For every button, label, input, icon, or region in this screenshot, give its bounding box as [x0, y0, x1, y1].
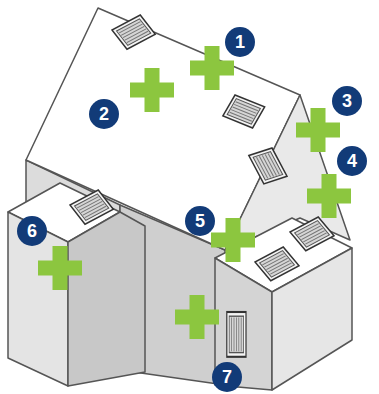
plus-sign: [296, 108, 340, 152]
plus-sign: [211, 218, 255, 262]
wall-window: [227, 312, 246, 357]
callout-number: 3: [332, 86, 362, 116]
callout-number: 2: [89, 99, 119, 129]
callout-number: 4: [337, 146, 367, 176]
callout-number: 5: [185, 206, 215, 236]
callout-number: 6: [17, 216, 47, 246]
wing-front-wall: [68, 212, 145, 386]
plus-sign: [175, 295, 219, 339]
plus-sign: [130, 68, 174, 112]
flat-roof-window: [255, 247, 299, 281]
wing-roof-window: [70, 190, 113, 224]
gable-window: [249, 148, 287, 184]
plus-sign: [307, 174, 351, 218]
callout-number: 7: [212, 362, 242, 392]
callout-number: 1: [225, 27, 255, 57]
roof-window: [112, 15, 155, 49]
flat-roof-window: [290, 217, 334, 251]
plus-sign: [190, 46, 234, 90]
roof-window: [223, 95, 265, 128]
wing-side-wall: [8, 212, 68, 386]
plus-sign: [38, 246, 82, 290]
